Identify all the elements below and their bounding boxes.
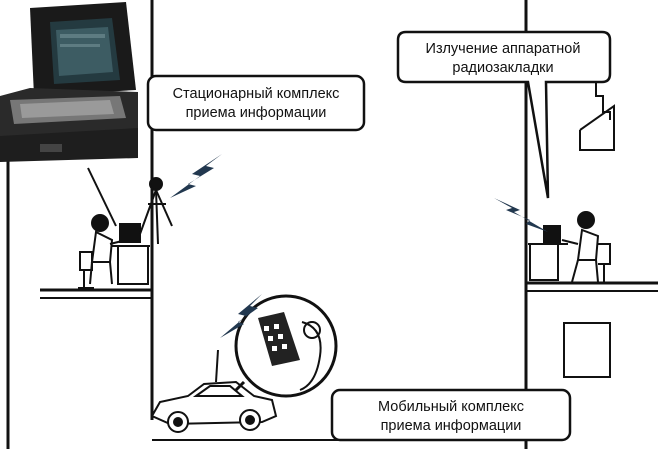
callout-stationary-line2: приема информации (186, 105, 327, 121)
right-building-roof (579, 78, 615, 151)
callout-bug-emission-line2: радиозакладки (452, 60, 553, 76)
callout-mobile: Мобильный комплекс приема информации (330, 388, 572, 442)
left-desk (112, 223, 150, 285)
car-magnifier (234, 294, 338, 398)
car (150, 349, 278, 433)
antenna-tripod (139, 177, 173, 245)
lightning-bolt-icon (494, 198, 548, 232)
callout-bug-emission-line1: Излучение аппаратной (426, 41, 581, 57)
callout-mobile-line2: приема информации (381, 418, 522, 434)
laptop-pointer-line (87, 167, 117, 227)
callout-bug-emission: Излучение аппаратной радиозакладки (396, 30, 612, 199)
lightning-bolt-icon (170, 154, 222, 198)
callout-mobile-line1: Мобильный комплекс (378, 399, 524, 415)
laptop-case-image (0, 2, 138, 162)
right-building-window (563, 322, 611, 378)
left-operator-figure (78, 214, 127, 289)
radio-wave-icons (170, 154, 548, 338)
left-laptop-on-desk (119, 223, 141, 243)
right-laptop-on-desk (543, 225, 561, 243)
callout-stationary: Стационарный комплекс приема информации (146, 74, 366, 132)
right-desk (528, 225, 568, 281)
right-operator-figure (561, 211, 611, 283)
callout-stationary-line1: Стационарный комплекс (173, 86, 340, 102)
